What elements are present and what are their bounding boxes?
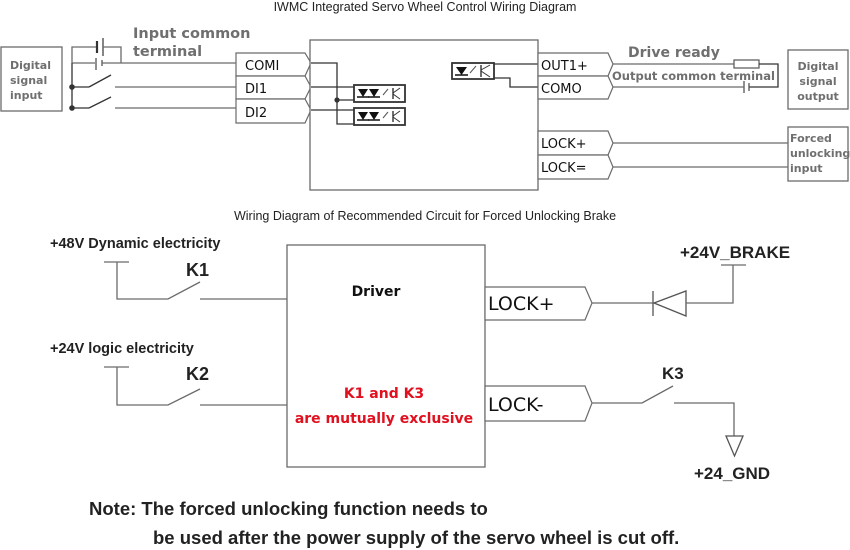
optocoupler-icon <box>353 107 406 126</box>
lock-minus-label: LOCK- <box>488 394 543 416</box>
switch-di1-icon <box>88 74 112 88</box>
bottom-title: Wiring Diagram of Recommended Circuit fo… <box>234 209 616 223</box>
diode-icon <box>652 264 746 317</box>
pin-out1-plus: OUT1+ <box>541 59 588 74</box>
output-box-line-1: Digital <box>798 60 839 73</box>
controller-box <box>309 39 539 191</box>
pin-di1: DI1 <box>245 82 267 97</box>
pin-lock-equal: LOCK= <box>541 161 587 176</box>
exclusive-note-line-2: are mutually exclusive <box>295 411 473 427</box>
pin-lock-plus: LOCK+ <box>541 137 587 152</box>
output-wiring <box>613 59 779 93</box>
switch-k2-label: K2 <box>186 364 209 384</box>
switch-k1-label: K1 <box>186 260 209 280</box>
switch-k3-label: K3 <box>662 364 684 383</box>
internal-wiring <box>311 62 354 125</box>
digital-input-box: Digital signal input <box>0 46 63 112</box>
pin-di2: DI2 <box>245 106 267 121</box>
driver-box <box>286 244 486 468</box>
ground-label: +24_GND <box>694 464 770 483</box>
input-box-line-3: input <box>10 89 43 102</box>
exclusive-note-line-1: K1 and K3 <box>344 386 424 402</box>
lock-pins: LOCK+ LOCK= <box>537 130 788 180</box>
input-pins: COMI DI1 DI2 <box>235 52 312 124</box>
pin-comi: COMI <box>245 59 279 74</box>
lock-plus-label: LOCK+ <box>488 293 555 315</box>
input-switch-network <box>69 38 238 111</box>
input-box-line-1: Digital <box>10 59 51 72</box>
forced-unlocking-box: Forced unlocking input <box>787 126 850 182</box>
resistor-icon <box>733 59 760 69</box>
digital-output-box: Digital signal output <box>787 49 849 110</box>
switch-k3-icon <box>592 385 735 436</box>
drive-ready-label: Drive ready <box>628 45 720 61</box>
supply-24v-label: +24V logic electricity <box>50 341 194 357</box>
forced-box-line-2: unlocking <box>790 147 850 160</box>
top-title: IWMC Integrated Servo Wheel Control Wiri… <box>274 0 577 14</box>
ground-icon <box>725 435 744 458</box>
switch-di2-icon <box>88 96 112 109</box>
input-common-label-2: terminal <box>133 44 202 60</box>
note-line-2: be used after the power supply of the se… <box>153 527 679 548</box>
forced-box-line-1: Forced <box>790 132 832 145</box>
output-common-label: Output common terminal <box>612 69 775 83</box>
input-box-line-2: signal <box>10 74 47 87</box>
input-common-label-1: Input common <box>133 26 250 42</box>
output-box-line-2: signal <box>799 75 836 88</box>
note-line-1: Note: The forced unlocking function need… <box>89 498 488 519</box>
lock-minus-pin: LOCK- <box>484 385 593 422</box>
output-pins: OUT1+ COMO <box>537 52 614 100</box>
output-box-line-3: output <box>797 90 839 103</box>
lock-plus-pin: LOCK+ <box>484 286 653 321</box>
driver-label: Driver <box>352 284 401 300</box>
optocoupler-icon <box>353 84 406 103</box>
optocoupler-icon <box>451 62 538 88</box>
switch-k1-icon <box>104 261 287 300</box>
pin-como: COMO <box>541 82 582 97</box>
supply-48v-label: +48V Dynamic electricity <box>50 236 220 252</box>
switch-k2-icon <box>104 366 287 406</box>
brake-supply-label: +24V_BRAKE <box>680 243 790 262</box>
forced-box-line-3: input <box>790 162 823 175</box>
